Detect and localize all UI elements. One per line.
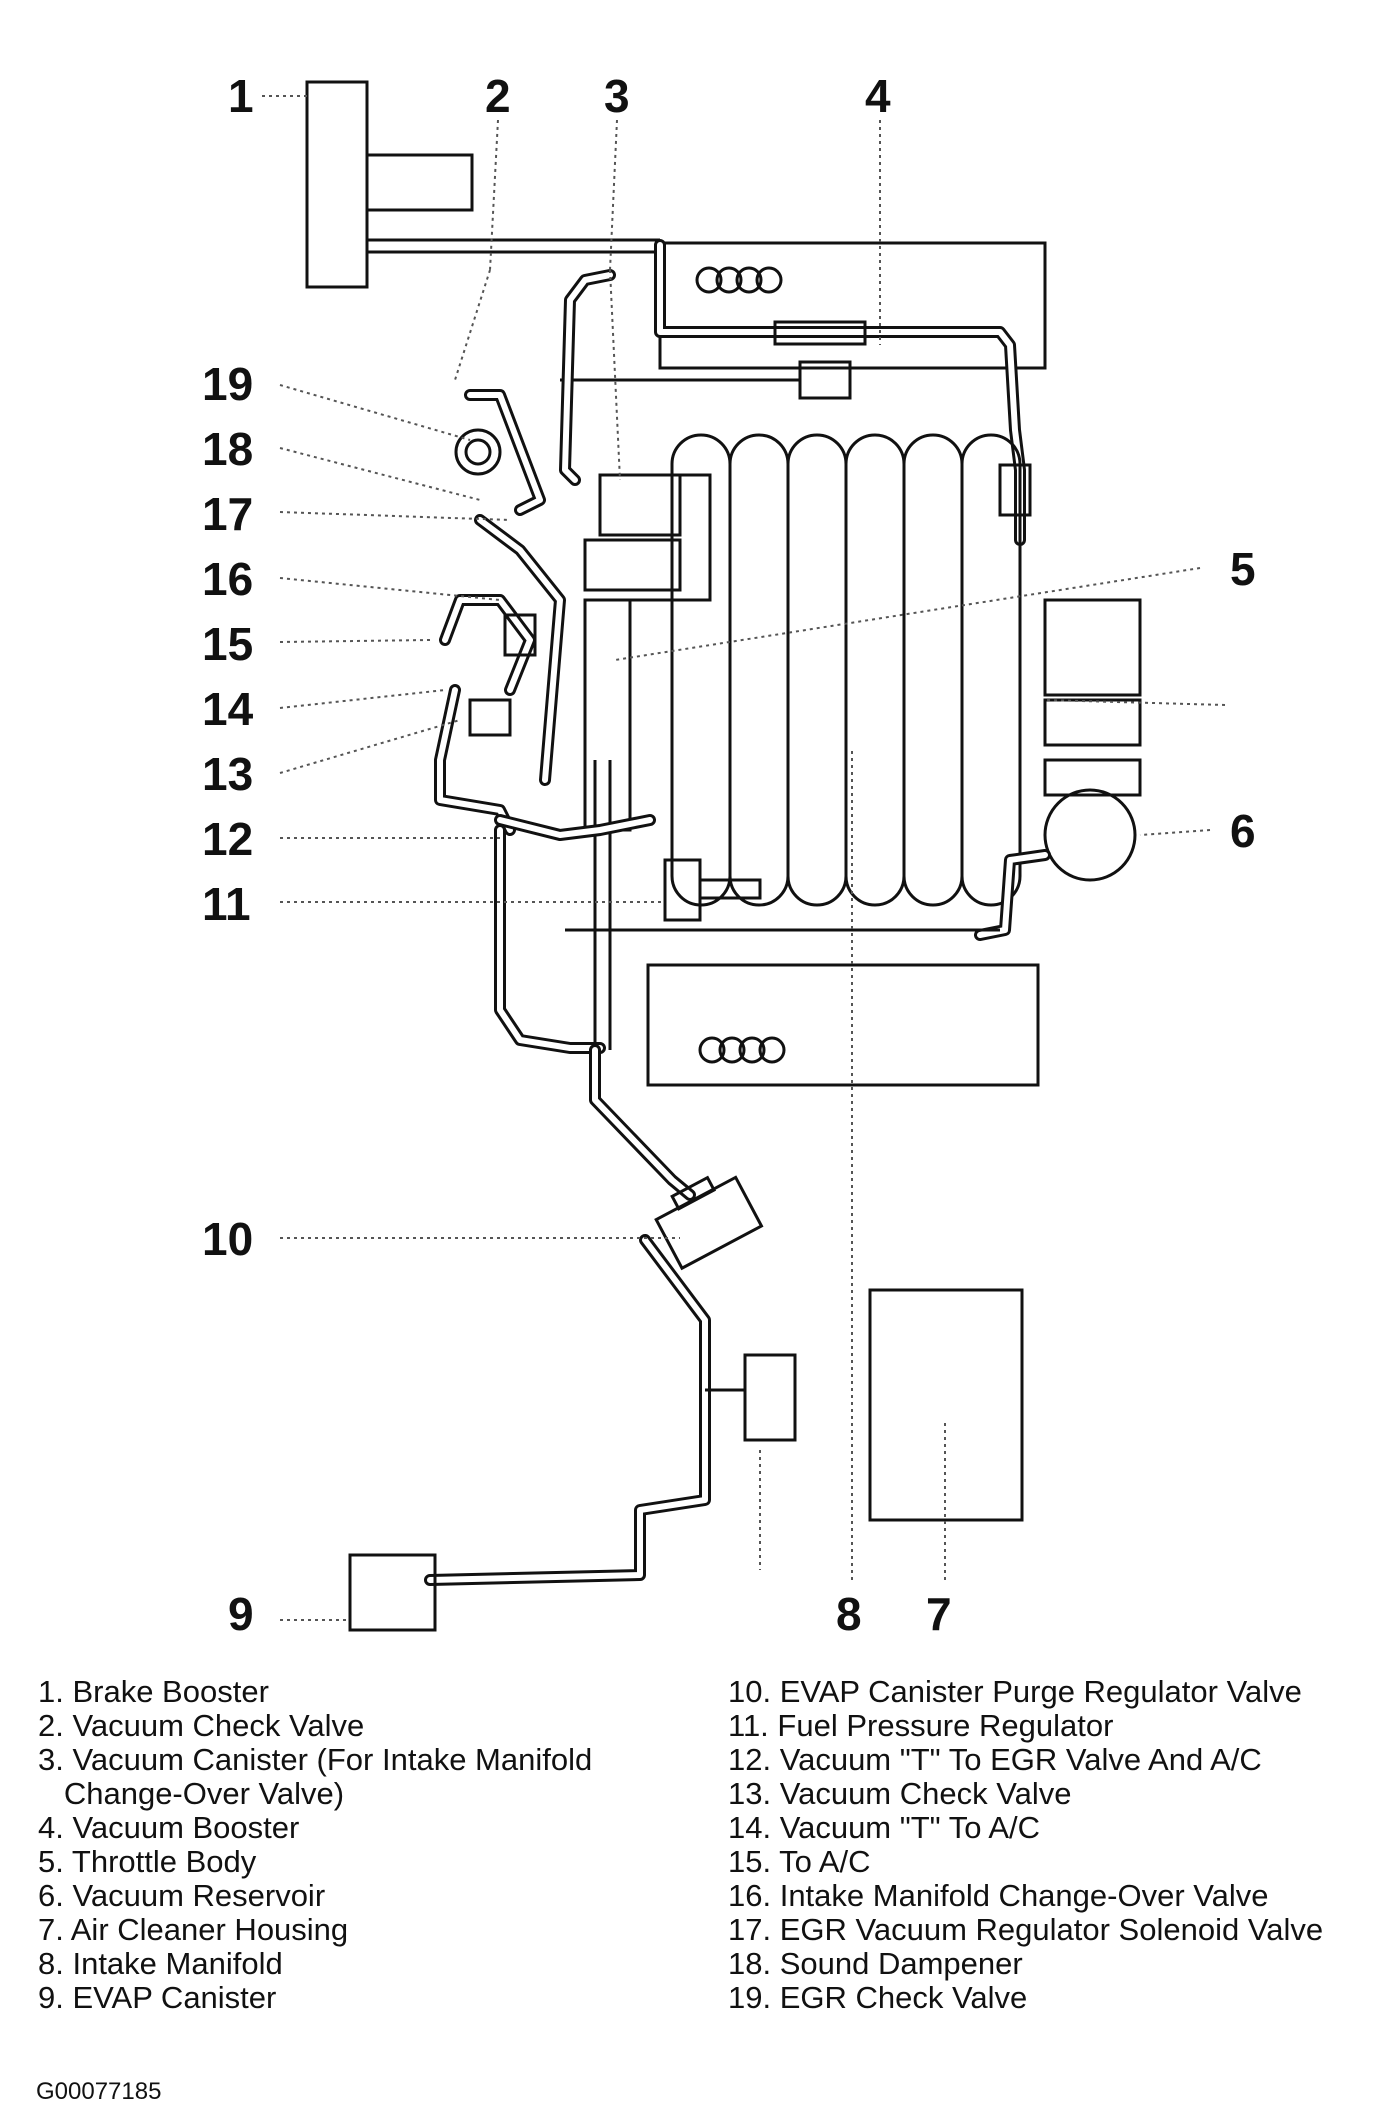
valve-cluster — [434, 389, 566, 836]
left-vacuum-line — [494, 824, 606, 1054]
callout-8: 8 — [836, 1588, 862, 1640]
legend-item: 4. Vacuum Booster — [38, 1810, 300, 1845]
callout-9: 9 — [228, 1588, 254, 1640]
callout-13: 13 — [202, 748, 253, 800]
callout-16: 16 — [202, 553, 253, 605]
legend-item: 6. Vacuum Reservoir — [38, 1878, 326, 1913]
legend-right: 10. EVAP Canister Purge Regulator Valve … — [728, 1675, 1388, 2015]
legend-item: 7. Air Cleaner Housing — [38, 1912, 349, 1947]
callout-10: 10 — [202, 1213, 253, 1265]
evap-canister — [348, 1553, 437, 1632]
vacuum-booster — [560, 239, 1032, 546]
legend-item: 8. Intake Manifold — [38, 1946, 283, 1981]
callout-1: 1 — [228, 70, 254, 122]
throttle-body — [583, 598, 632, 1050]
intake-manifold — [670, 433, 1022, 907]
callout-6: 6 — [1230, 805, 1256, 857]
vacuum-reservoir — [565, 598, 1142, 941]
fuel-pressure-regulator — [494, 814, 762, 922]
callout-2: 2 — [485, 70, 511, 122]
legend-item: 9. EVAP Canister — [38, 1980, 277, 2015]
callout-15: 15 — [202, 618, 253, 670]
legend-item: 16. Intake Manifold Change-Over Valve — [728, 1878, 1269, 1913]
callout-7: 7 — [926, 1588, 952, 1640]
callout-19: 19 — [202, 358, 253, 410]
legend-item: 3. Vacuum Canister (For Intake Manifold — [38, 1742, 593, 1777]
callout-labels: 1 2 3 4 5 6 7 8 9 10 11 12 13 14 15 16 1… — [202, 70, 1256, 1640]
callout-5: 5 — [1230, 543, 1256, 595]
legend-item: 18. Sound Dampener — [728, 1946, 1023, 1981]
callout-11: 11 — [202, 878, 251, 930]
callout-18: 18 — [202, 423, 253, 475]
purge-line — [424, 1044, 745, 1586]
small-component — [743, 1353, 797, 1442]
legend-item: 15. To A/C — [728, 1844, 871, 1879]
legend-item: 5. Throttle Body — [38, 1844, 257, 1879]
leader-lines — [262, 95, 1226, 1621]
callout-4: 4 — [865, 70, 891, 122]
lower-engine-cover — [646, 963, 1040, 1087]
callout-3: 3 — [604, 70, 630, 122]
air-cleaner-housing — [868, 1288, 1024, 1522]
legend-item: 1. Brake Booster — [38, 1674, 269, 1709]
legend-left: 1. Brake Booster 2. Vacuum Check Valve 3… — [38, 1675, 698, 2015]
legend-item: 11. Fuel Pressure Regulator — [728, 1708, 1114, 1743]
legend-item: 10. EVAP Canister Purge Regulator Valve — [728, 1674, 1302, 1709]
legend-item: 14. Vacuum "T" To A/C — [728, 1810, 1041, 1845]
figure-id: G00077185 — [36, 2078, 162, 2105]
legend-item: 13. Vacuum Check Valve — [728, 1776, 1072, 1811]
legend-item: 17. EGR Vacuum Regulator Solenoid Valve — [728, 1912, 1324, 1947]
evap-purge-regulator-valve — [654, 1175, 764, 1271]
legend-item: Change-Over Valve) — [38, 1776, 345, 1811]
vacuum-canister — [559, 269, 712, 602]
legend-item: 2. Vacuum Check Valve — [38, 1708, 365, 1743]
upper-engine-cover — [658, 241, 1047, 370]
legend-item: 19. EGR Check Valve — [728, 1980, 1028, 2015]
callout-12: 12 — [202, 813, 253, 865]
vacuum-diagram: 1 2 3 4 5 6 7 8 9 10 11 12 13 14 15 16 1… — [202, 70, 1256, 1640]
legend-item: 12. Vacuum "T" To EGR Valve And A/C — [728, 1742, 1262, 1777]
callout-14: 14 — [202, 683, 254, 735]
callout-17: 17 — [202, 488, 253, 540]
